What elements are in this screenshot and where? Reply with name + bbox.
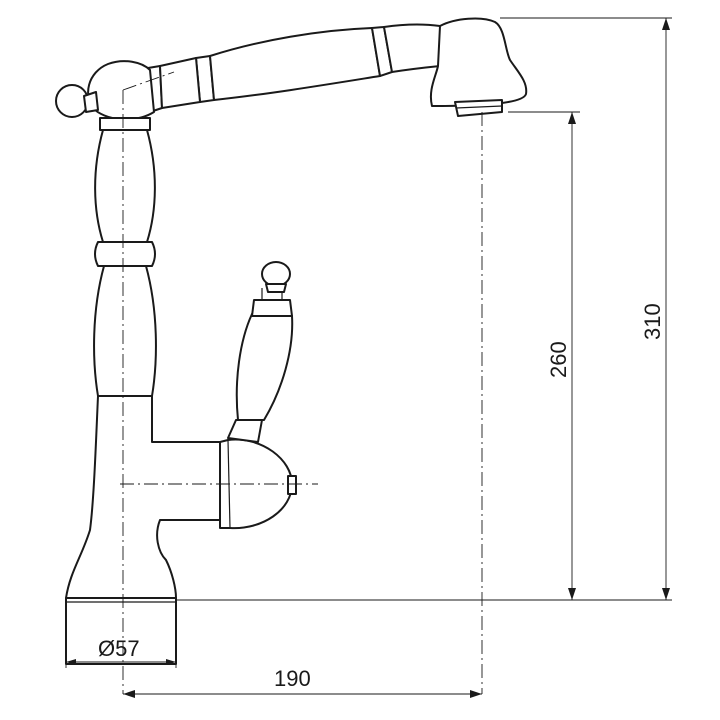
- base-diameter-label: Ø57: [98, 636, 140, 661]
- base-diameter-dimension: Ø57: [66, 636, 176, 665]
- center-lines: [120, 71, 483, 694]
- mixer-lever: [219, 261, 297, 530]
- shower-head: [429, 17, 528, 117]
- overall-height-label: 310: [640, 303, 665, 340]
- faucet-column: [65, 117, 221, 665]
- reach-label: 190: [274, 666, 311, 691]
- spout-height-label: 260: [546, 341, 571, 378]
- elbow-cap: [55, 60, 155, 121]
- extension-lines: [65, 17, 672, 668]
- spout-arm: [147, 23, 441, 113]
- spout-height-dimension: 260: [546, 112, 576, 600]
- overall-height-dimension: 310: [640, 18, 670, 600]
- reach-dimension: 190: [123, 666, 482, 698]
